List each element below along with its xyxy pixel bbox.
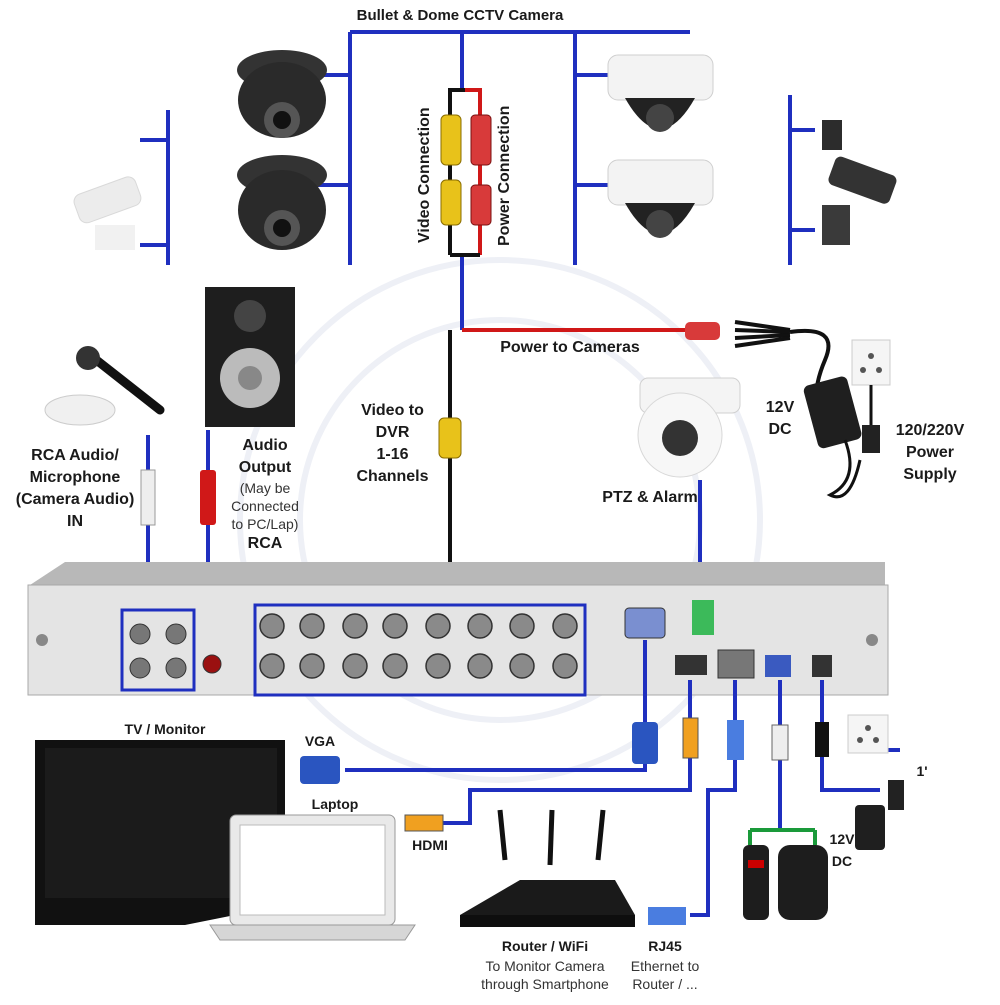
power-adapter-bottom bbox=[855, 780, 904, 850]
vga-label: VGA bbox=[304, 733, 336, 749]
dome-camera-dark-2 bbox=[237, 155, 327, 250]
laptop-label: Laptop bbox=[311, 796, 359, 812]
ptz-camera-icon bbox=[637, 377, 741, 478]
ptz-alarm-label: PTZ & Alarm bbox=[602, 489, 698, 506]
usb-plug bbox=[771, 724, 789, 761]
wall-socket-bottom bbox=[847, 714, 889, 754]
partial-label: 1' bbox=[916, 763, 928, 779]
bullet-camera-right bbox=[822, 120, 897, 245]
laptop-icon bbox=[209, 814, 416, 941]
power-adapter-top bbox=[803, 376, 862, 499]
video-connection-label: Video Connection bbox=[416, 107, 433, 243]
rca-audio-in-label: RCA Audio/Microphone(Camera Audio)IN bbox=[15, 447, 135, 530]
bnc-plug-top bbox=[440, 114, 492, 226]
rca-in-plug bbox=[140, 469, 156, 526]
power-connection-label: Power Connection bbox=[496, 105, 513, 246]
dvr-rear-ports bbox=[624, 600, 832, 679]
rj45-plug bbox=[648, 720, 744, 925]
external-hdd-icon bbox=[778, 845, 828, 920]
bullet-camera-left bbox=[73, 176, 142, 250]
dome-camera-white-1 bbox=[607, 54, 714, 132]
dvr-recorder bbox=[27, 562, 889, 696]
power-line bbox=[448, 328, 690, 600]
speaker-icon bbox=[205, 287, 295, 427]
power-to-cameras-label: Power to Cameras bbox=[500, 339, 640, 356]
router-icon bbox=[460, 809, 635, 927]
tv-monitor-label: TV / Monitor bbox=[124, 721, 206, 737]
dc-plug bbox=[815, 722, 829, 757]
top-title: Bullet & Dome CCTV Camera bbox=[357, 7, 564, 24]
hdmi-label: HDMI bbox=[412, 837, 448, 853]
rca-out-plug bbox=[200, 470, 216, 525]
microphone-icon bbox=[44, 346, 165, 426]
dome-camera-dark-1 bbox=[237, 50, 327, 138]
bnc-to-dvr bbox=[438, 417, 462, 459]
dvr-bnc-ports bbox=[253, 603, 587, 697]
vga-plug bbox=[300, 722, 658, 784]
dome-camera-white-2 bbox=[607, 159, 714, 238]
wall-socket-top bbox=[851, 339, 891, 453]
power-splitter bbox=[685, 320, 831, 421]
dvr-audio-ports bbox=[120, 608, 222, 692]
usb-drive-icon bbox=[743, 845, 769, 920]
hdmi-plug bbox=[404, 717, 699, 832]
